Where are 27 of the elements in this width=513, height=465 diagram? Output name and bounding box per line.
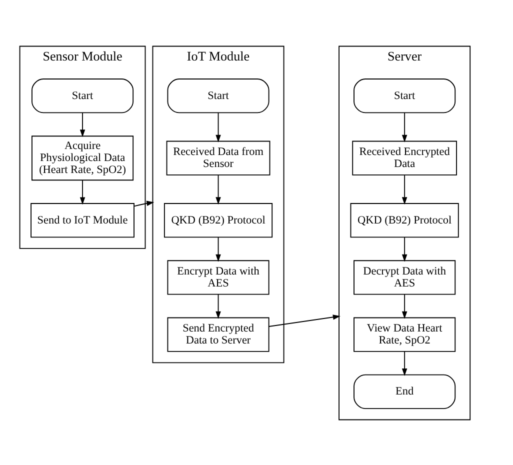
node-box: Send to IoT Module <box>30 202 134 238</box>
node-box: Start <box>32 78 134 113</box>
node-box: Received Data from Sensor <box>166 140 270 175</box>
arrow <box>80 179 86 204</box>
arrow <box>402 350 408 376</box>
arrow <box>402 293 408 318</box>
node-box: Decrypt Data with AES <box>354 260 456 294</box>
node-box: Encrypt Data with AES <box>167 260 270 294</box>
node-box: Received Encrypted Data <box>352 140 457 175</box>
arrow <box>216 293 221 318</box>
arrow <box>402 174 408 204</box>
arrow <box>402 236 408 262</box>
arrow <box>216 174 221 204</box>
node-box: Send Encrypted Data to Server <box>167 316 270 352</box>
arrow <box>216 112 221 142</box>
arrow <box>268 314 340 326</box>
node-box: Start <box>167 78 270 113</box>
arrow <box>134 200 154 206</box>
node-box: End <box>354 374 456 408</box>
node-box: Start <box>354 78 456 113</box>
node-box: QKD (B92) Protocol <box>350 202 459 238</box>
node-box: Acquire Physiological Data (Heart Rate, SpO2) <box>32 135 134 180</box>
arrow <box>216 236 221 262</box>
node-box: QKD (B92) Protocol <box>164 202 273 238</box>
arrow <box>80 112 86 137</box>
arrow <box>402 112 408 142</box>
node-box: View Data Heart Rate, SpO2 <box>354 316 456 352</box>
